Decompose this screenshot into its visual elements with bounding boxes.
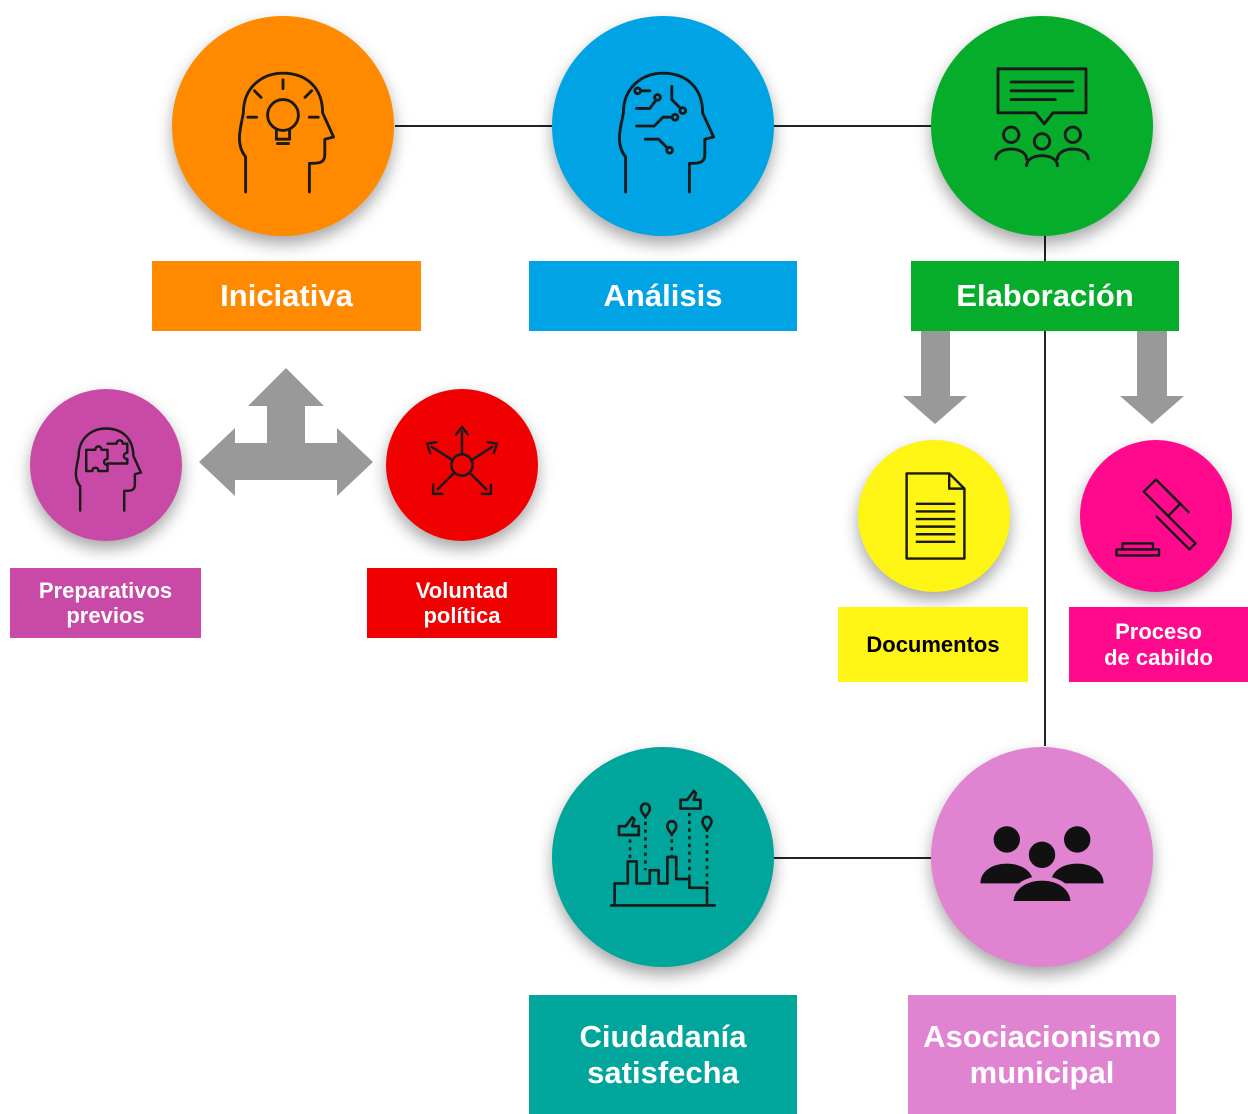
down-arrow-documentos (903, 330, 967, 424)
preparativos-label: Preparativos previos (10, 568, 201, 638)
gavel-icon (1115, 478, 1197, 557)
document-icon (905, 472, 966, 560)
three-way-arrow (199, 368, 373, 496)
documentos-node (858, 440, 1010, 592)
asociacionismo-node (931, 747, 1153, 967)
ciudadania-label: Ciudadanía satisfecha (529, 995, 797, 1114)
documentos-label: Documentos (838, 607, 1028, 682)
iniciativa-label: Iniciativa (152, 261, 421, 331)
city-likes-icon (610, 789, 716, 907)
cabildo-label: Proceso de cabildo (1069, 607, 1248, 682)
down-arrow-cabildo (1120, 330, 1184, 424)
group-people-icon (980, 826, 1104, 906)
analisis-label: Análisis (529, 261, 797, 331)
preparativos-node (30, 389, 182, 541)
ciudadania-node (552, 747, 774, 967)
lightbulb-head-icon (238, 71, 336, 194)
circuit-head-icon (618, 71, 716, 194)
voluntad-node (386, 389, 538, 541)
asociacionismo-label: Asociacionismo municipal (908, 995, 1176, 1114)
cabildo-node (1080, 440, 1232, 592)
meeting-speech-icon (994, 67, 1090, 168)
elaboracion-node (931, 16, 1153, 236)
joined-hands-icon (425, 425, 499, 496)
elaboracion-label: Elaboración (911, 261, 1179, 331)
puzzle-head-icon (74, 427, 143, 512)
iniciativa-node (172, 16, 394, 236)
voluntad-label: Voluntad política (367, 568, 557, 638)
analisis-node (552, 16, 774, 236)
